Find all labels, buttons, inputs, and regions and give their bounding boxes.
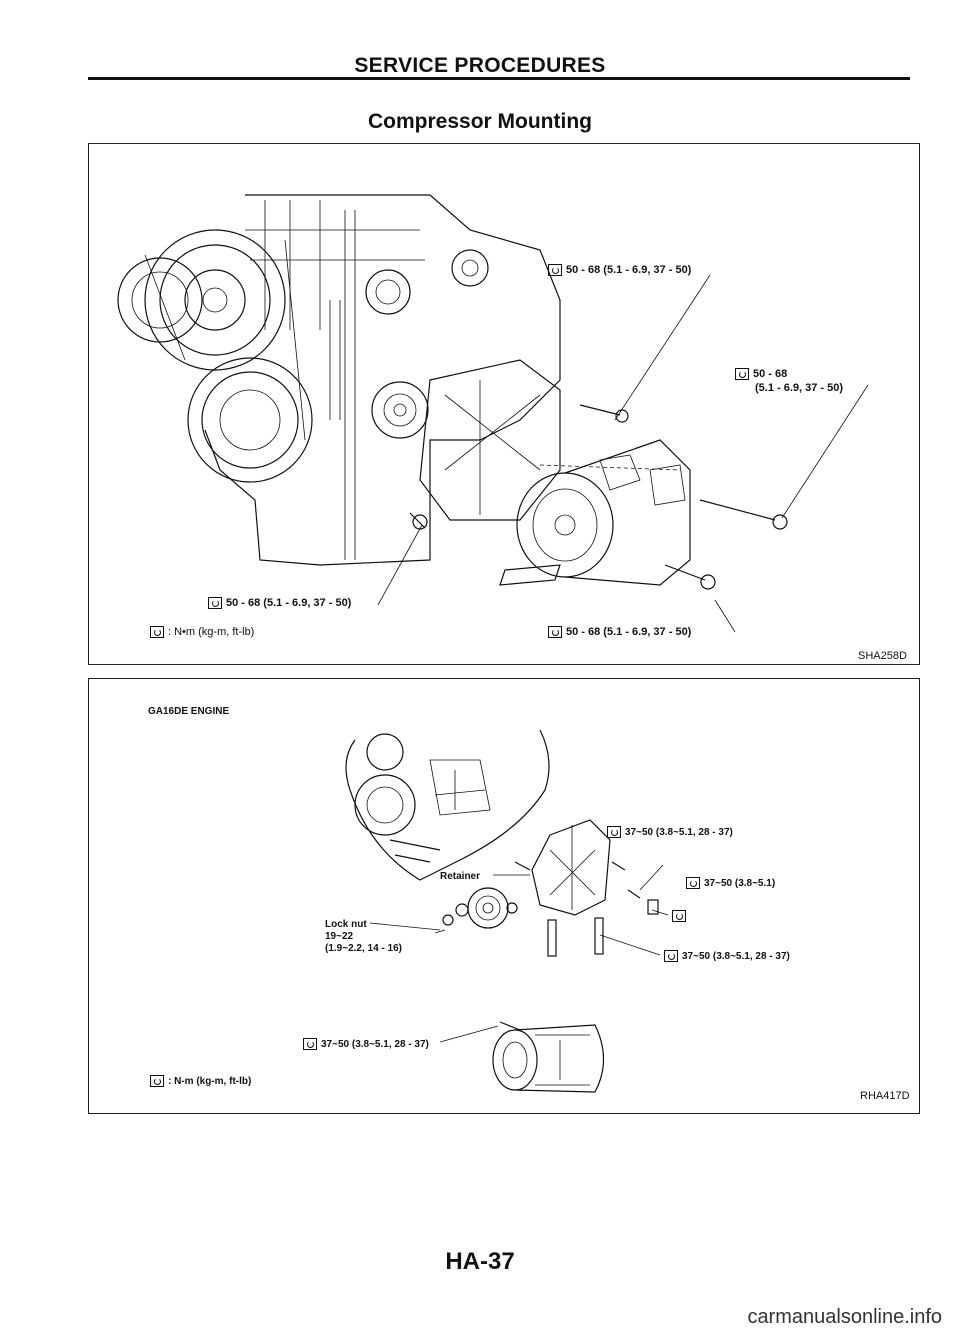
bolts-drawing bbox=[409, 404, 788, 590]
torque-wrench-icon bbox=[150, 626, 164, 639]
torque-wrench-icon bbox=[664, 950, 678, 963]
torque-label-c: 37~50 (3.8~5.1, 28 - 37) bbox=[664, 950, 790, 963]
torque-wrench-icon bbox=[548, 626, 562, 639]
lock-nut-value-detail: (1.9~2.2, 14 - 16) bbox=[325, 943, 402, 954]
bracket-sketch-drawing bbox=[531, 819, 611, 916]
torque-label-standalone bbox=[672, 910, 690, 923]
header-rule bbox=[88, 77, 910, 80]
figure-1-panel bbox=[88, 143, 920, 665]
section-title: Compressor Mounting bbox=[368, 110, 592, 133]
torque-wrench-icon bbox=[208, 597, 222, 610]
torque-label-d: 37~50 (3.8~5.1, 28 - 37) bbox=[303, 1038, 429, 1051]
figure-1-code: SHA258D bbox=[858, 650, 907, 662]
leader-lines-fig2 bbox=[369, 864, 669, 1043]
torque-wrench-icon bbox=[735, 368, 749, 381]
torque-wrench-icon bbox=[672, 910, 686, 923]
torque-label-top: 50 - 68 (5.1 - 6.9, 37 - 50) bbox=[548, 264, 691, 277]
torque-label-b: 37~50 (3.8~5.1) bbox=[686, 877, 775, 890]
torque-wrench-icon bbox=[548, 264, 562, 277]
torque-wrench-icon bbox=[686, 877, 700, 890]
compressor-sketch-drawing bbox=[492, 1024, 604, 1093]
torque-wrench-icon bbox=[303, 1038, 317, 1051]
torque-label-lower-right: 50 - 68 (5.1 - 6.9, 37 - 50) bbox=[548, 626, 691, 639]
torque-label-right: 50 - 68 bbox=[735, 368, 787, 381]
torque-label-lower-left: 50 - 68 (5.1 - 6.9, 37 - 50) bbox=[208, 597, 351, 610]
lock-nut-value: 19~22 bbox=[325, 931, 354, 942]
lock-nut-label: Lock nut bbox=[325, 919, 367, 930]
engine-sketch-drawing bbox=[345, 729, 550, 881]
torque-wrench-icon bbox=[150, 1075, 164, 1088]
page-header-title: SERVICE PROCEDURES bbox=[354, 54, 606, 77]
torque-wrench-icon bbox=[607, 826, 621, 839]
torque-legend-fig2: : N-m (kg-m, ft-lb) bbox=[150, 1075, 251, 1088]
compressor-drawing bbox=[499, 439, 691, 586]
page-number: HA-37 bbox=[445, 1248, 515, 1275]
torque-label-right-detail: (5.1 - 6.9, 37 - 50) bbox=[755, 382, 844, 394]
leader-lines-fig1 bbox=[377, 274, 869, 633]
figure-2-panel bbox=[88, 678, 920, 1114]
compressor-bracket-drawing bbox=[371, 359, 561, 521]
parts-sketch-drawing bbox=[442, 861, 659, 1031]
figure-2-code: RHA417D bbox=[860, 1090, 910, 1102]
retainer-label: Retainer bbox=[440, 871, 481, 882]
watermark-text: carmanualsonline.info bbox=[747, 1306, 942, 1328]
engine-model-label: GA16DE ENGINE bbox=[148, 706, 230, 717]
torque-legend-fig1: : N•m (kg-m, ft-lb) bbox=[150, 626, 254, 639]
torque-label-a: 37~50 (3.8~5.1, 28 - 37) bbox=[607, 826, 733, 839]
pulley-assembly-drawing bbox=[117, 229, 313, 483]
